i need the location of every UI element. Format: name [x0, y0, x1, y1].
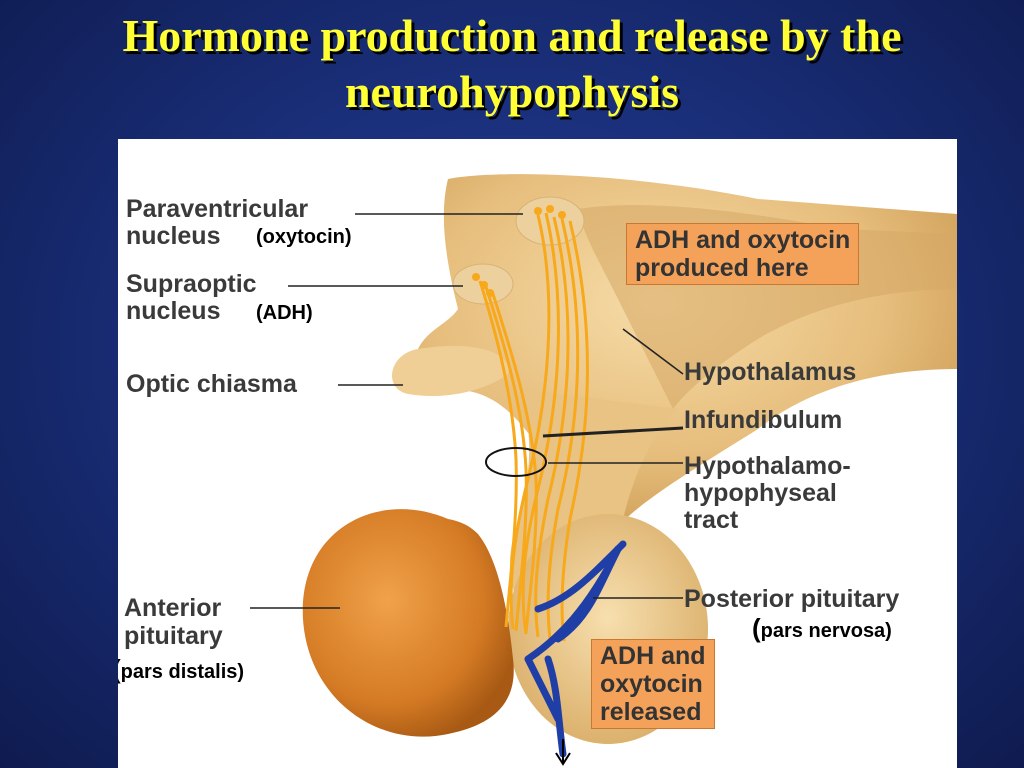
optic-chiasma-shape	[391, 345, 509, 397]
slide-title: Hormone production and release by the ne…	[122, 10, 902, 117]
fiber-cell-bodies	[472, 205, 566, 297]
label-supraoptic-line1: Supraoptic	[126, 270, 257, 298]
label-posterior-pituitary: Posterior pituitary	[684, 585, 900, 613]
label-tract-line1: Hypothalamo-	[684, 452, 851, 480]
label-supraoptic-line2: nucleus	[126, 297, 221, 325]
label-paraventricular-hormone: (oxytocin)	[256, 226, 352, 248]
label-infundibulum: Infundibulum	[684, 406, 843, 434]
label-posterior-subtitle: (pars nervosa)	[752, 613, 892, 643]
label-hypothalamus: Hypothalamus	[684, 358, 857, 386]
paraventricular-nucleus-shape	[515, 196, 585, 246]
callout-produced-here: ADH and oxytocin produced here	[626, 223, 860, 285]
vessel-arrow	[555, 739, 571, 766]
callout-released-line2: oxytocin	[600, 670, 703, 698]
neurohypophysis-diagram: Paraventricular nucleus (oxytocin) Supra…	[118, 139, 957, 768]
blood-vessels	[524, 540, 627, 758]
callout-released: ADH and oxytocin released	[591, 639, 715, 729]
callout-produced-line1: ADH and oxytocin	[635, 226, 851, 254]
label-tract-line2: hypophyseal	[684, 479, 837, 507]
neurosecretory-fibers	[478, 212, 589, 642]
label-supraoptic-hormone: (ADH)	[256, 302, 313, 324]
anterior-pituitary-shape	[302, 509, 514, 737]
label-optic-chiasma: Optic chiasma	[126, 370, 297, 398]
label-anterior-line2: pituitary	[124, 622, 223, 650]
leader-lines	[250, 213, 684, 609]
label-anterior-line1: Anterior	[124, 594, 222, 622]
callout-produced-line2: produced here	[635, 254, 809, 282]
label-anterior-subtitle: (pars distalis)	[118, 656, 245, 683]
callout-released-line3: released	[600, 698, 702, 726]
label-paraventricular-line2: nucleus	[126, 222, 221, 250]
label-paraventricular-line1: Paraventricular	[126, 195, 309, 223]
callout-released-line1: ADH and	[600, 642, 706, 670]
tract-circle-marker	[485, 447, 547, 477]
label-tract-line3: tract	[684, 506, 739, 534]
